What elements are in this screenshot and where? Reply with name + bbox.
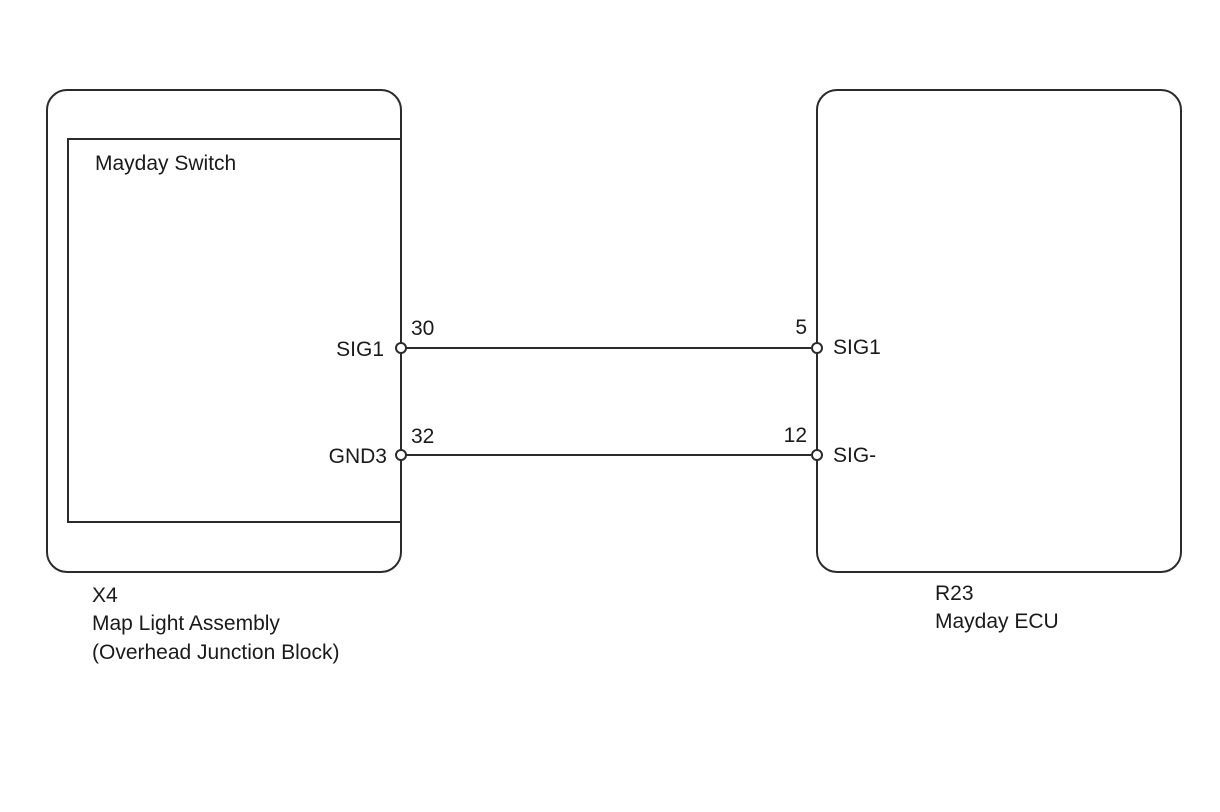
left-pin-32-number: 32 — [411, 425, 434, 448]
left-component-name: Map Light Assembly — [92, 612, 280, 635]
right-pin-sig1-label: SIG1 — [833, 336, 881, 359]
left-component-outline — [46, 89, 402, 573]
terminal-left-30 — [395, 342, 407, 354]
left-component-subname: (Overhead Junction Block) — [92, 641, 339, 664]
left-component: Mayday Switch SIG1 30 GND3 32 — [46, 89, 434, 573]
left-pin-30-number: 30 — [411, 317, 434, 340]
right-pin-sig-minus-label: SIG- — [833, 444, 876, 467]
mayday-switch-box — [67, 138, 401, 523]
right-component: 5 SIG1 12 SIG- — [784, 89, 1182, 573]
terminal-left-32 — [395, 449, 407, 461]
right-pin-12-number: 12 — [784, 424, 807, 447]
left-pin-sig1-label: SIG1 — [336, 338, 384, 361]
terminal-right-12 — [811, 449, 823, 461]
mayday-switch-label: Mayday Switch — [95, 152, 236, 175]
right-component-name: Mayday ECU — [935, 610, 1059, 633]
right-component-outline — [816, 89, 1182, 573]
terminal-right-5 — [811, 342, 823, 354]
right-connector-id: R23 — [935, 582, 974, 605]
right-caption: R23 Mayday ECU — [935, 582, 1059, 633]
left-pin-gnd3-label: GND3 — [329, 445, 387, 468]
right-pin-5-number: 5 — [795, 316, 807, 339]
left-caption: X4 Map Light Assembly (Overhead Junction… — [92, 584, 339, 664]
left-connector-id: X4 — [92, 584, 118, 607]
